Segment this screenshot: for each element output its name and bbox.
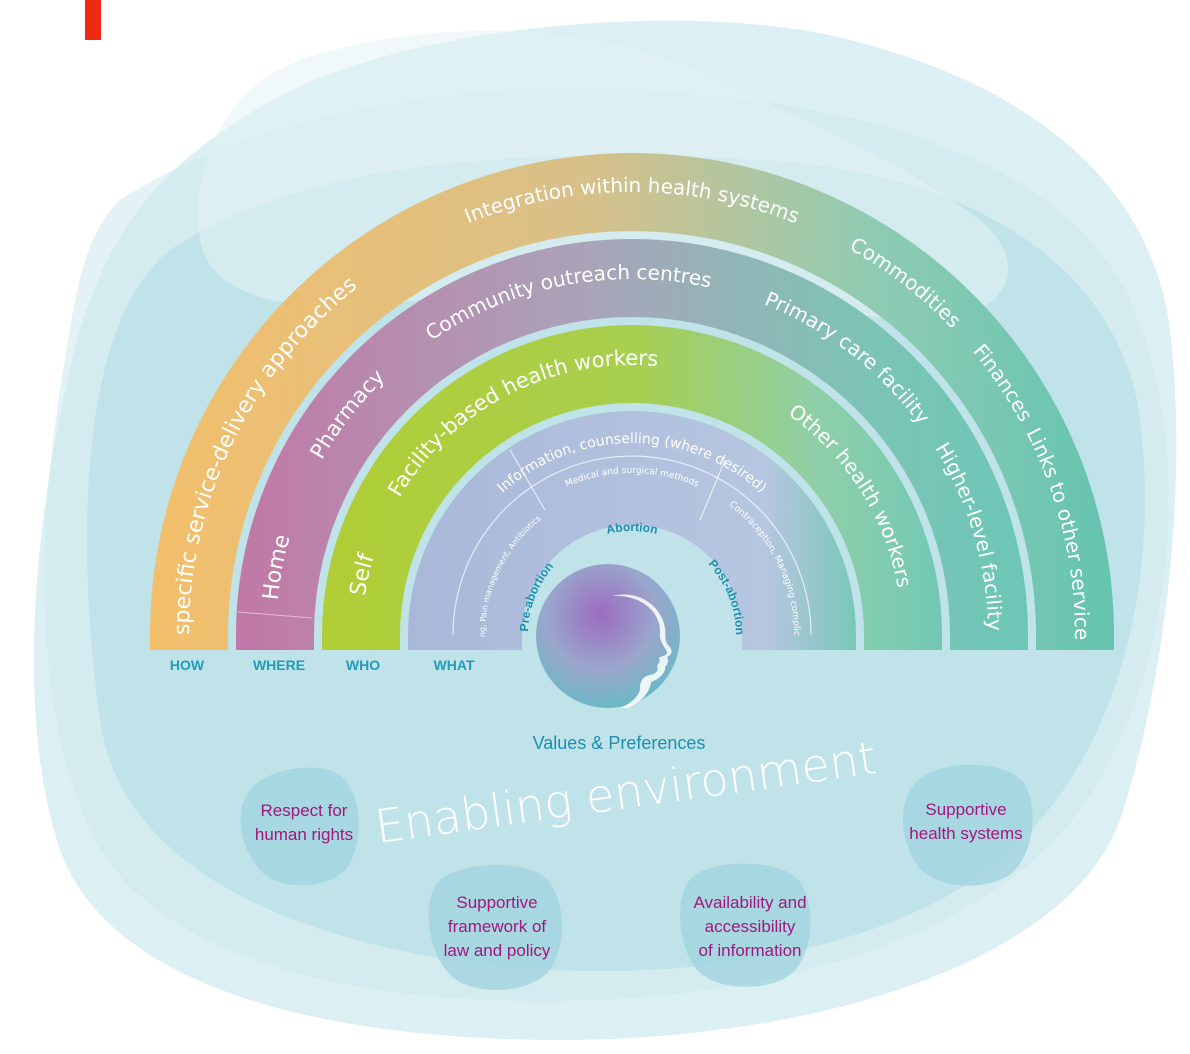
pillar-line: law and policy [444,941,551,960]
pillar-line: of information [699,941,802,960]
label-how: HOW [170,657,205,673]
pillar-information: Availability and accessibility of inform… [680,863,811,987]
where-arc [236,239,1028,650]
label-what: WHAT [434,657,475,673]
core-stage-abortion: Abortion [605,520,659,537]
pillar-line: Supportive [925,800,1006,819]
what-arc [408,411,856,650]
pillar-respect: Respect for human rights [240,767,359,886]
pillar-line: human rights [255,825,353,844]
pillar-line: framework of [448,917,547,936]
pillar-blob [428,865,562,990]
pillar-line: health systems [909,824,1022,843]
pillar-line: Supportive [456,893,537,912]
what-inner-divider [452,455,812,636]
how-arc [150,153,1114,650]
pillar-line: Respect for [261,801,348,820]
what-radial-divider-1 [509,449,546,511]
pillars: Respect for human rights Supportive fram… [240,764,1033,990]
label-who: WHO [346,657,380,673]
pillar-health-systems: Supportive health systems [902,764,1033,886]
category-labels: HOW WHERE WHO WHAT [170,657,475,673]
label-where: WHERE [253,657,305,673]
face-profile-icon [612,594,672,708]
where-divider-left [237,611,313,619]
pillar-line: accessibility [705,917,796,936]
core-circle [536,564,680,708]
core-label: Values & Preferences [533,733,706,753]
accent-bar [85,0,101,40]
who-arc [322,325,942,650]
pillar-line: Availability and [693,893,806,912]
what-radial-divider-2 [699,459,726,521]
pillar-blob [680,863,811,987]
pillar-blob [902,764,1033,886]
pillar-blob [240,767,359,886]
pillar-law-policy: Supportive framework of law and policy [428,865,562,990]
